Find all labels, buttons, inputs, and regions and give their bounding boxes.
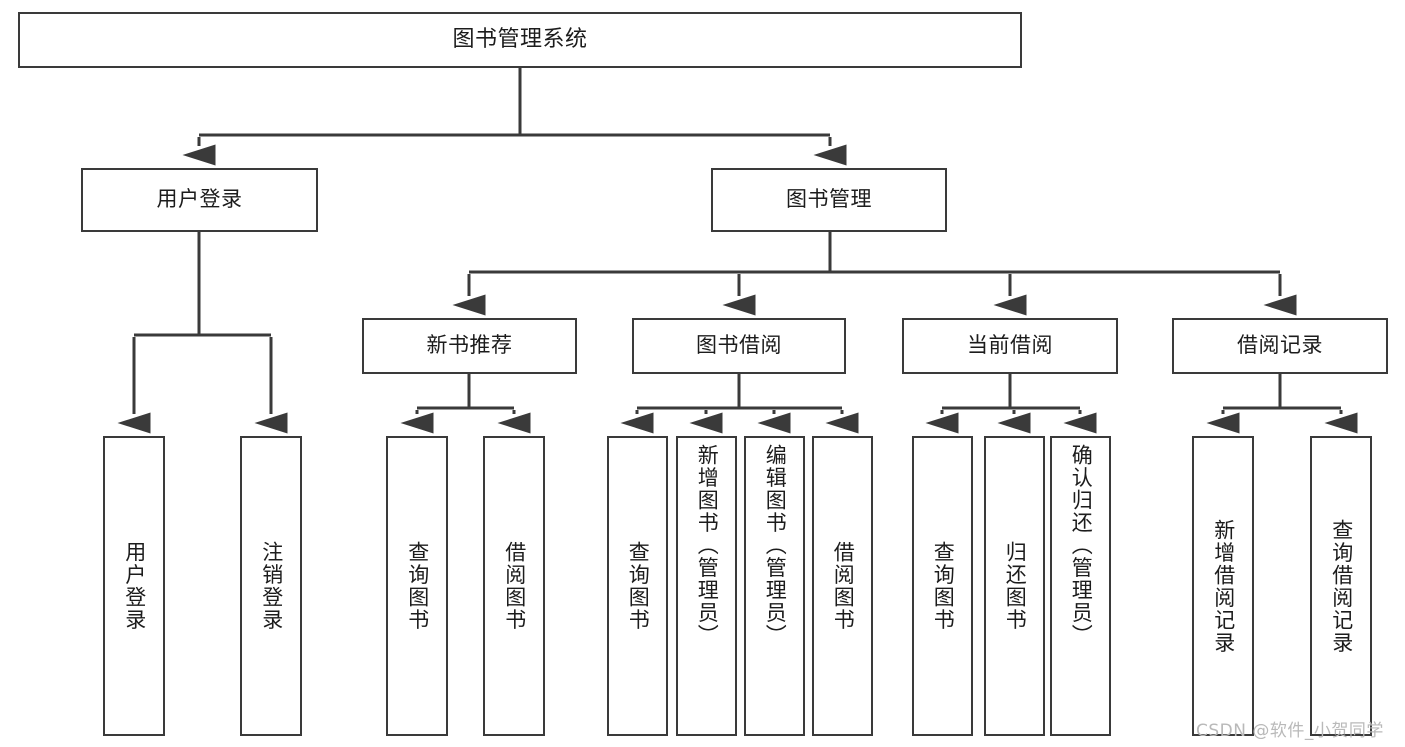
- node-leaf-confirm-return[interactable]: 确认归还（管理员）: [1050, 436, 1111, 736]
- node-user-login[interactable]: 用户登录: [81, 168, 318, 232]
- node-leaf-edit-book-label: 编辑图书（管理员）: [763, 444, 788, 647]
- watermark-text: CSDN @软件_小贺同学: [1196, 721, 1384, 741]
- node-leaf-return-book[interactable]: 归还图书: [984, 436, 1045, 736]
- node-leaf-add-book[interactable]: 新增图书（管理员）: [676, 436, 737, 736]
- node-leaf-query-book-recommendation[interactable]: 查询图书: [386, 436, 448, 736]
- node-leaf-user-logout-label: 注销登录: [259, 541, 284, 631]
- node-leaf-add-borrow-record-label: 新增借阅记录: [1211, 518, 1236, 654]
- node-leaf-user-login-label: 用户登录: [122, 541, 147, 631]
- node-book-borrow-label: 图书借阅: [696, 333, 782, 358]
- node-leaf-user-login[interactable]: 用户登录: [103, 436, 165, 736]
- node-leaf-add-book-label: 新增图书（管理员）: [695, 444, 720, 647]
- node-leaf-add-borrow-record[interactable]: 新增借阅记录: [1192, 436, 1254, 736]
- node-leaf-borrow-book[interactable]: 借阅图书: [812, 436, 873, 736]
- node-leaf-query-book-borrow-label: 查询图书: [626, 541, 651, 631]
- node-leaf-borrow-book-label: 借阅图书: [831, 541, 856, 631]
- node-root[interactable]: 图书管理系统: [18, 12, 1022, 68]
- node-borrow-record[interactable]: 借阅记录: [1172, 318, 1388, 374]
- node-leaf-query-book-current-label: 查询图书: [931, 541, 956, 631]
- node-book-admin[interactable]: 图书管理: [711, 168, 947, 232]
- node-leaf-edit-book[interactable]: 编辑图书（管理员）: [744, 436, 805, 736]
- node-leaf-return-book-label: 归还图书: [1003, 541, 1028, 631]
- node-user-login-label: 用户登录: [156, 187, 243, 212]
- node-new-book-recommendation-label: 新书推荐: [426, 333, 513, 358]
- node-new-book-recommendation[interactable]: 新书推荐: [362, 318, 577, 374]
- node-leaf-query-book-borrow[interactable]: 查询图书: [607, 436, 668, 736]
- node-leaf-query-book-current[interactable]: 查询图书: [912, 436, 973, 736]
- node-leaf-query-book-recommendation-label: 查询图书: [405, 541, 430, 631]
- node-book-borrow[interactable]: 图书借阅: [632, 318, 846, 374]
- node-leaf-borrow-book-recommendation[interactable]: 借阅图书: [483, 436, 545, 736]
- node-current-borrow-label: 当前借阅: [967, 333, 1053, 358]
- node-leaf-confirm-return-label: 确认归还（管理员）: [1069, 444, 1094, 647]
- node-leaf-borrow-book-recommendation-label: 借阅图书: [502, 541, 527, 631]
- node-root-label: 图书管理系统: [452, 26, 588, 52]
- node-leaf-user-logout[interactable]: 注销登录: [240, 436, 302, 736]
- node-borrow-record-label: 借阅记录: [1237, 333, 1323, 358]
- node-book-admin-label: 图书管理: [786, 187, 872, 212]
- node-leaf-query-borrow-record-label: 查询借阅记录: [1329, 518, 1354, 654]
- node-leaf-query-borrow-record[interactable]: 查询借阅记录: [1310, 436, 1372, 736]
- node-current-borrow[interactable]: 当前借阅: [902, 318, 1118, 374]
